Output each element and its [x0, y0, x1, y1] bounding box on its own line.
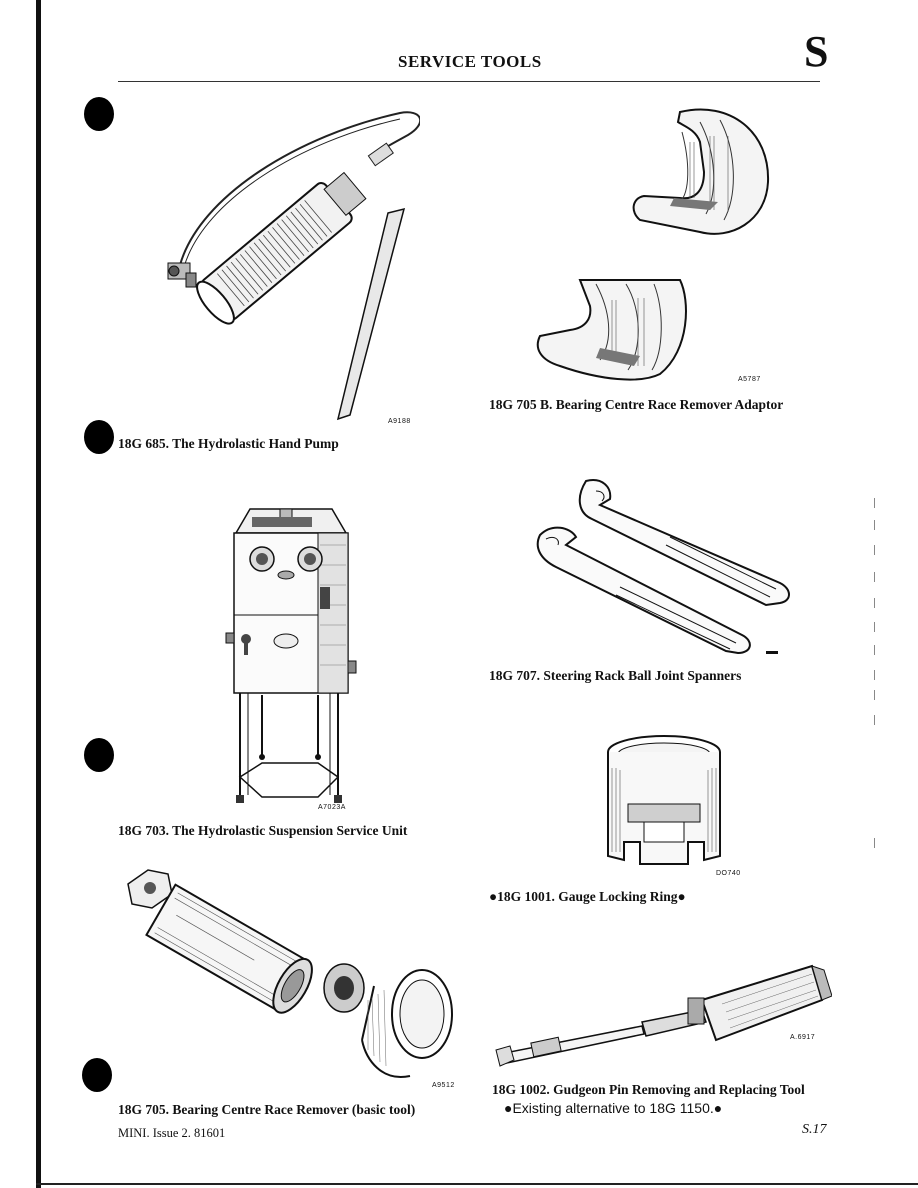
page-bottom-border [36, 1183, 918, 1185]
margin-bullet-1 [84, 97, 114, 131]
margin-bullet-4 [82, 1058, 112, 1092]
margin-bullet-3 [84, 738, 114, 772]
edge-mark [874, 715, 875, 725]
race-remover-basic-ref: A9512 [432, 1082, 455, 1089]
gauge-locking-ring-illustration [607, 735, 721, 865]
suspension-service-unit-illustration [225, 508, 357, 803]
race-remover-basic-illustration [127, 869, 453, 1078]
hand-pump-caption: 18G 685. The Hydrolastic Hand Pump [118, 436, 339, 451]
edge-mark [874, 545, 875, 555]
adaptor-ref: A5787 [738, 376, 761, 383]
race-remover-adaptor-upper-illustration [632, 108, 770, 235]
service-unit-caption: 18G 703. The Hydrolastic Suspension Serv… [118, 823, 408, 838]
page-number: S.17 [802, 1122, 827, 1137]
spanners-caption: 18G 707. Steering Rack Ball Joint Spanne… [489, 668, 742, 683]
gudgeon-tool-caption: 18G 1002. Gudgeon Pin Removing and Repla… [492, 1082, 805, 1097]
edge-mark [874, 498, 875, 508]
locking-ring-ref: DO740 [716, 870, 741, 877]
race-remover-basic-caption: 18G 705. Bearing Centre Race Remover (ba… [118, 1102, 416, 1117]
edge-mark [874, 622, 875, 632]
section-letter: S [804, 27, 829, 76]
header-rule [118, 81, 820, 82]
edge-mark [874, 645, 875, 655]
edge-mark [874, 670, 875, 680]
edge-mark [874, 838, 875, 848]
edge-mark [874, 598, 875, 608]
gudgeon-tool-subcaption: ●Existing alternative to 18G 1150.● [504, 1100, 723, 1116]
edge-mark [874, 520, 875, 530]
service-unit-ref: A7023A [318, 804, 346, 811]
race-remover-adaptor-lower-illustration [536, 279, 687, 381]
adaptor-caption: 18G 705 B. Bearing Centre Race Remover A… [489, 397, 784, 412]
ball-joint-spanners-illustration [536, 479, 790, 655]
margin-bullet-2 [84, 420, 114, 454]
edge-mark [874, 690, 875, 700]
gudgeon-pin-tool-illustration [495, 964, 832, 1067]
hand-pump-ref: A9188 [388, 418, 411, 425]
edge-mark [874, 572, 875, 582]
page-left-border [36, 0, 41, 1188]
hand-pump-illustration [167, 111, 420, 421]
footer-issue: MINI. Issue 2. 81601 [118, 1126, 226, 1140]
gudgeon-tool-ref: A.6917 [790, 1034, 816, 1041]
page-title: SERVICE TOOLS [398, 52, 542, 71]
locking-ring-caption: ●18G 1001. Gauge Locking Ring● [489, 889, 686, 904]
